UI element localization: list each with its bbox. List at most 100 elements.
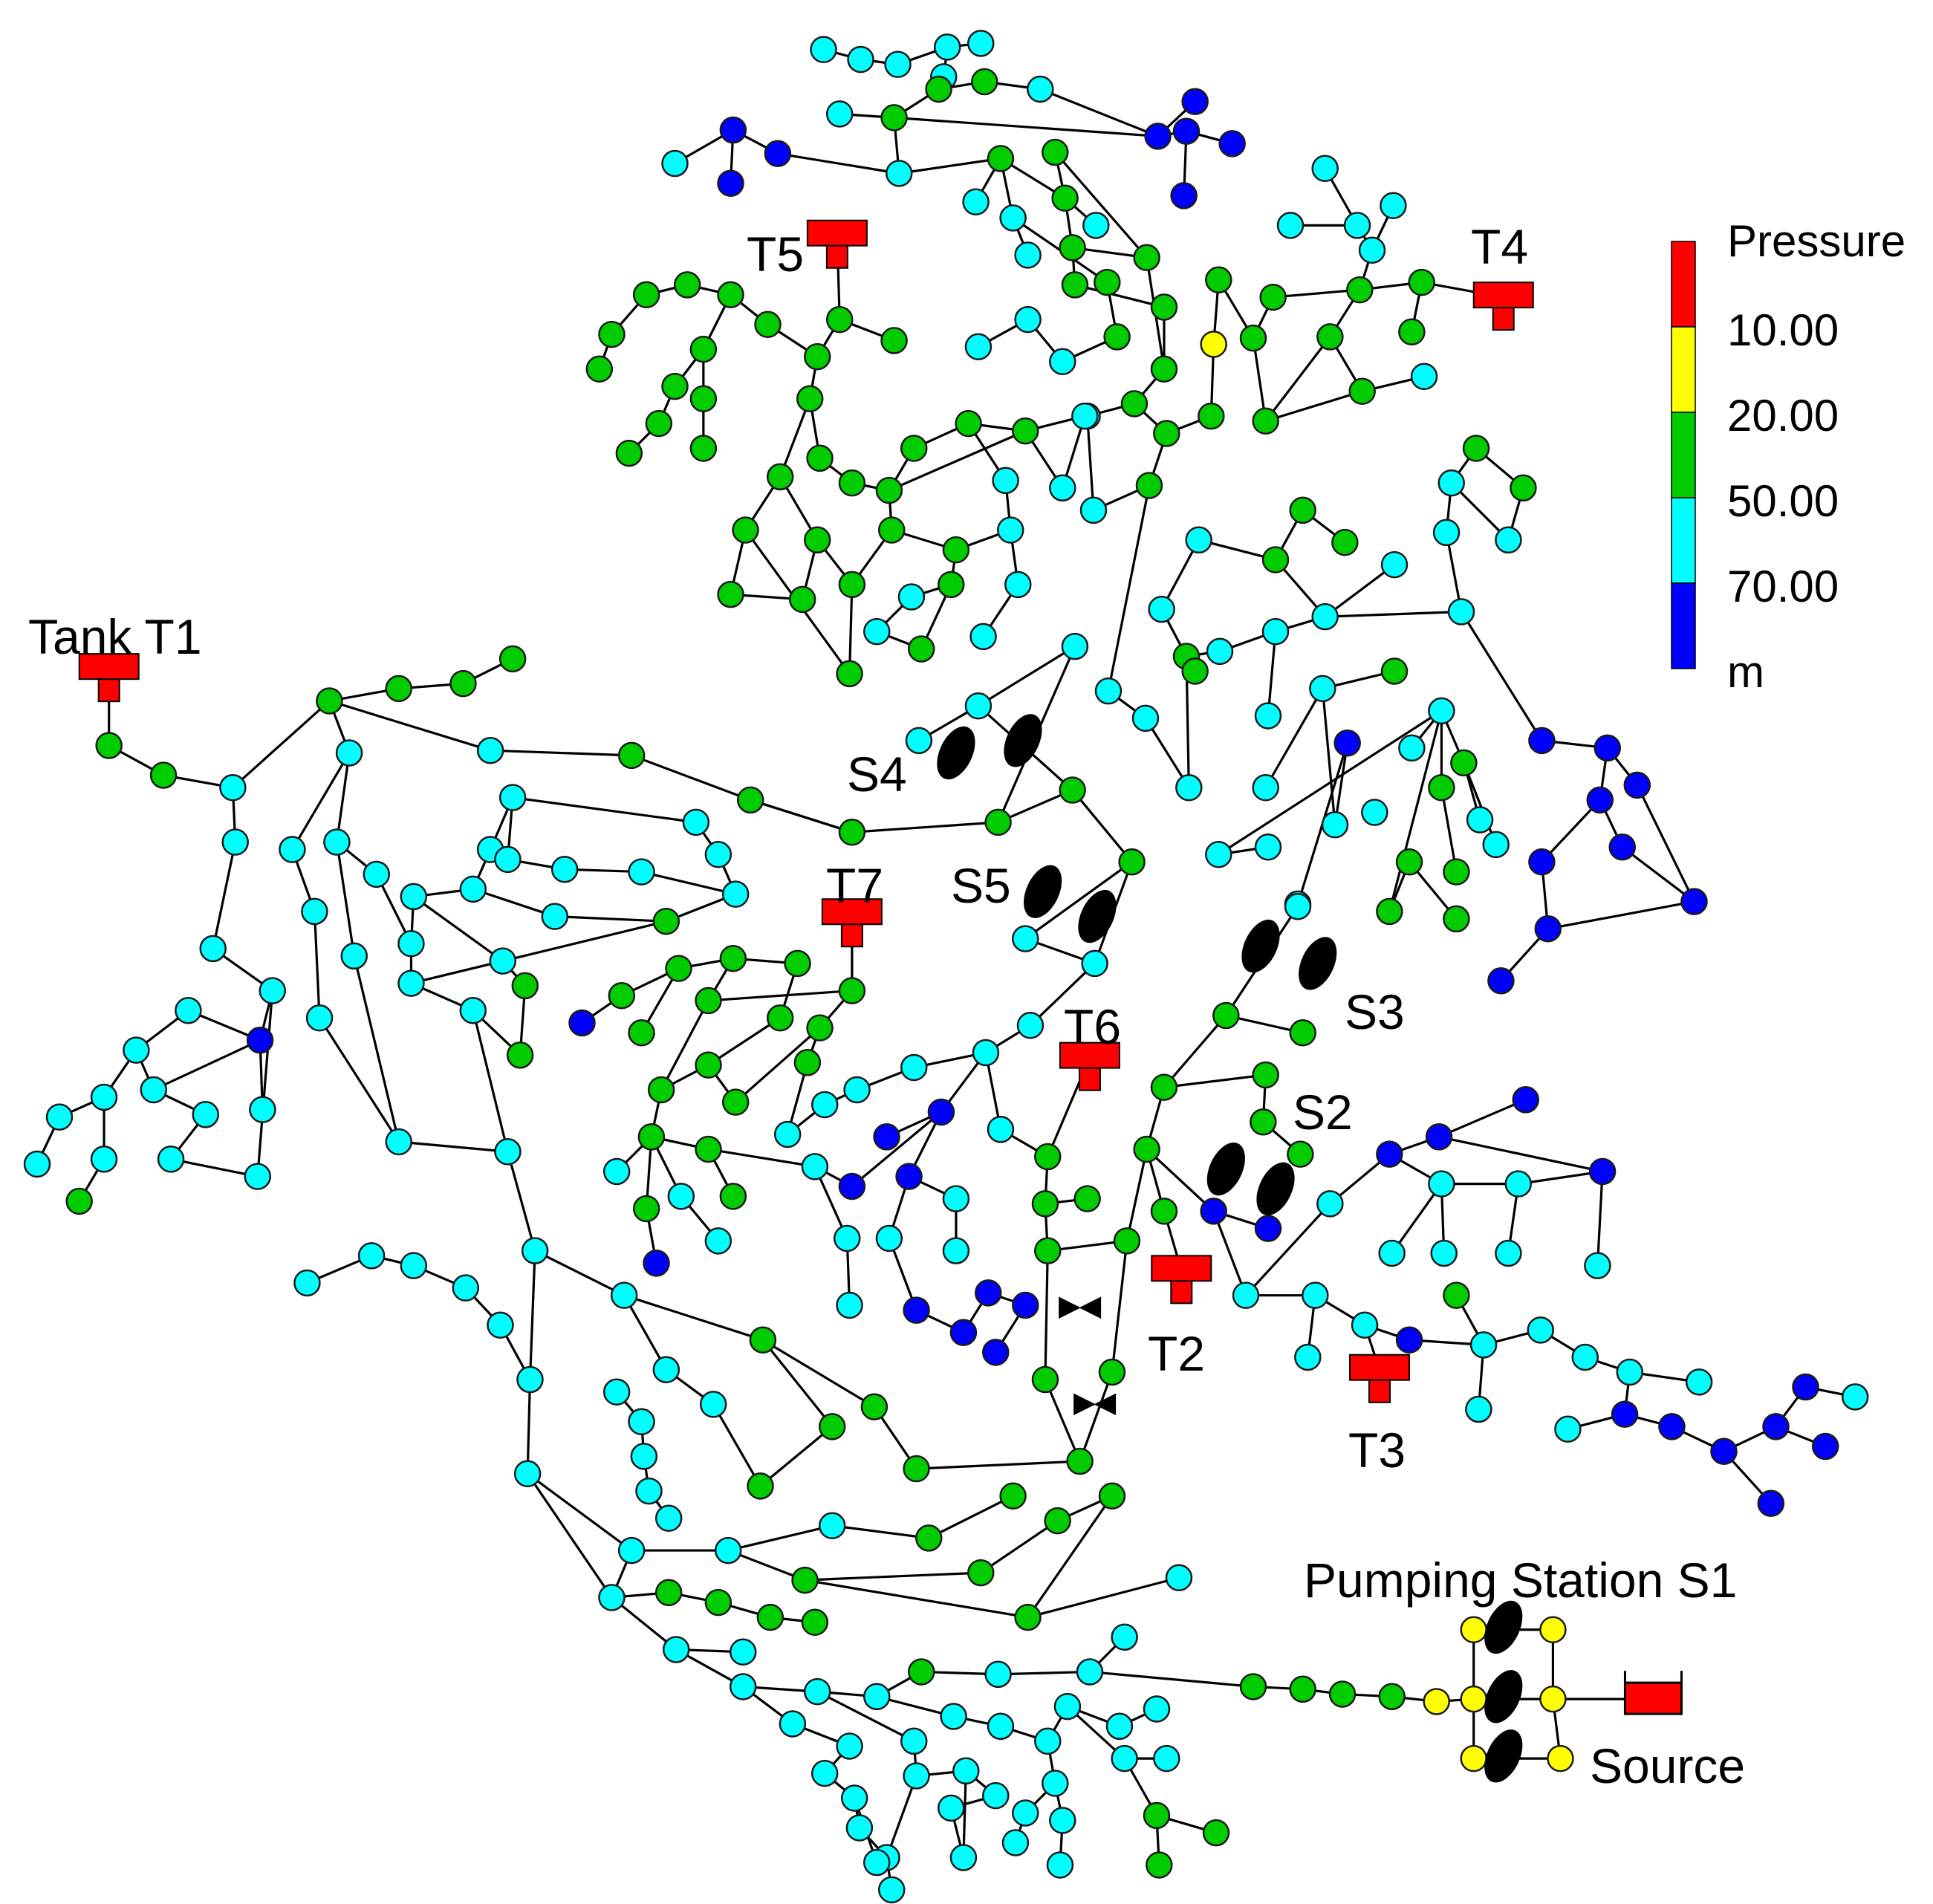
junction-node[interactable]: [1004, 571, 1032, 599]
junction-node[interactable]: [975, 1279, 1002, 1307]
junction-node[interactable]: [972, 1039, 1000, 1067]
junction-node[interactable]: [836, 1732, 863, 1760]
junction-node[interactable]: [806, 444, 834, 472]
junction-node[interactable]: [1059, 776, 1086, 804]
junction-node[interactable]: [999, 204, 1027, 232]
junction-node[interactable]: [1082, 212, 1110, 239]
junction-node[interactable]: [199, 935, 227, 963]
junction-node[interactable]: [1205, 840, 1232, 868]
junction-node[interactable]: [1395, 1326, 1423, 1354]
junction-node[interactable]: [1623, 771, 1651, 799]
junction-node[interactable]: [992, 467, 1019, 495]
junction-node[interactable]: [335, 739, 363, 767]
junction-node[interactable]: [791, 1566, 819, 1594]
junction-node[interactable]: [903, 1762, 930, 1790]
junction-node[interactable]: [1185, 526, 1212, 554]
junction-node[interactable]: [1098, 1358, 1126, 1386]
junction-node[interactable]: [1198, 402, 1225, 430]
junction-node[interactable]: [652, 1356, 680, 1383]
junction-node[interactable]: [810, 1091, 839, 1119]
junction-node[interactable]: [695, 1135, 722, 1163]
pump-icon[interactable]: [1291, 931, 1345, 995]
junction-node[interactable]: [1460, 1744, 1487, 1773]
junction-node[interactable]: [259, 977, 286, 1004]
junction-node[interactable]: [1586, 786, 1614, 814]
junction-node[interactable]: [810, 36, 837, 63]
junction-node[interactable]: [803, 342, 831, 371]
junction-node[interactable]: [860, 1393, 888, 1420]
junction-node[interactable]: [907, 1658, 935, 1686]
junction-node[interactable]: [818, 1413, 846, 1440]
junction-node[interactable]: [45, 1103, 74, 1131]
junction-node[interactable]: [1361, 799, 1388, 826]
junction-node[interactable]: [1443, 858, 1470, 886]
junction-node[interactable]: [942, 536, 970, 564]
junction-node[interactable]: [1059, 234, 1086, 261]
junction-node[interactable]: [729, 1638, 757, 1666]
junction-node[interactable]: [1012, 417, 1039, 445]
junction-node[interactable]: [964, 333, 993, 361]
junction-node[interactable]: [1250, 1108, 1277, 1136]
junction-node[interactable]: [662, 1636, 690, 1663]
junction-node[interactable]: [719, 945, 747, 972]
junction-node[interactable]: [900, 1727, 928, 1755]
junction-node[interactable]: [1144, 123, 1172, 150]
junction-node[interactable]: [689, 435, 718, 462]
tank-icon[interactable]: [806, 219, 868, 269]
junction-node[interactable]: [793, 1049, 822, 1076]
junction-node[interactable]: [498, 645, 527, 673]
junction-node[interactable]: [1284, 892, 1312, 920]
junction-node[interactable]: [615, 439, 643, 467]
pump-icon[interactable]: [1199, 1137, 1253, 1201]
junction-node[interactable]: [617, 741, 646, 770]
junction-node[interactable]: [905, 727, 933, 755]
junction-node[interactable]: [149, 761, 178, 789]
junction-node[interactable]: [1105, 1712, 1134, 1741]
junction-node[interactable]: [967, 30, 995, 57]
junction-node[interactable]: [1049, 474, 1076, 502]
junction-node[interactable]: [1218, 130, 1246, 157]
junction-node[interactable]: [23, 1150, 51, 1178]
junction-node[interactable]: [1150, 1198, 1178, 1225]
junction-node[interactable]: [1333, 729, 1361, 757]
junction-node[interactable]: [717, 169, 744, 197]
junction-node[interactable]: [704, 1227, 732, 1255]
junction-node[interactable]: [1289, 1675, 1316, 1703]
junction-node[interactable]: [962, 188, 990, 215]
tank-icon[interactable]: [1349, 1354, 1411, 1403]
junction-node[interactable]: [875, 1224, 903, 1252]
junction-node[interactable]: [699, 1391, 727, 1418]
junction-node[interactable]: [1014, 305, 1042, 334]
junction-node[interactable]: [987, 1116, 1015, 1143]
junction-node[interactable]: [984, 808, 1012, 836]
junction-node[interactable]: [1031, 1190, 1059, 1218]
junction-node[interactable]: [494, 1138, 522, 1166]
junction-node[interactable]: [964, 692, 993, 720]
junction-node[interactable]: [1450, 749, 1478, 777]
junction-node[interactable]: [897, 583, 926, 611]
junction-node[interactable]: [1120, 390, 1149, 417]
junction-node[interactable]: [847, 45, 874, 74]
junction-node[interactable]: [1135, 472, 1163, 499]
junction-node[interactable]: [833, 1224, 861, 1252]
junction-node[interactable]: [766, 463, 794, 491]
junction-node[interactable]: [1034, 1143, 1062, 1171]
junction-node[interactable]: [661, 372, 689, 400]
junction-node[interactable]: [397, 930, 425, 958]
junction-node[interactable]: [877, 516, 906, 544]
junction-node[interactable]: [1328, 1680, 1357, 1708]
junction-node[interactable]: [487, 1311, 514, 1339]
junction-node[interactable]: [1437, 469, 1465, 497]
junction-node[interactable]: [1316, 1190, 1344, 1218]
pump-icon[interactable]: [1477, 1595, 1530, 1660]
junction-node[interactable]: [1143, 1801, 1171, 1830]
junction-node[interactable]: [934, 33, 961, 61]
junction-node[interactable]: [1252, 407, 1279, 435]
junction-node[interactable]: [885, 160, 913, 187]
junction-node[interactable]: [862, 1848, 891, 1877]
junction-node[interactable]: [915, 1524, 943, 1552]
junction-node[interactable]: [1443, 905, 1470, 933]
junction-node[interactable]: [661, 149, 689, 178]
pump-icon[interactable]: [1477, 1664, 1530, 1729]
junction-node[interactable]: [1593, 734, 1622, 762]
